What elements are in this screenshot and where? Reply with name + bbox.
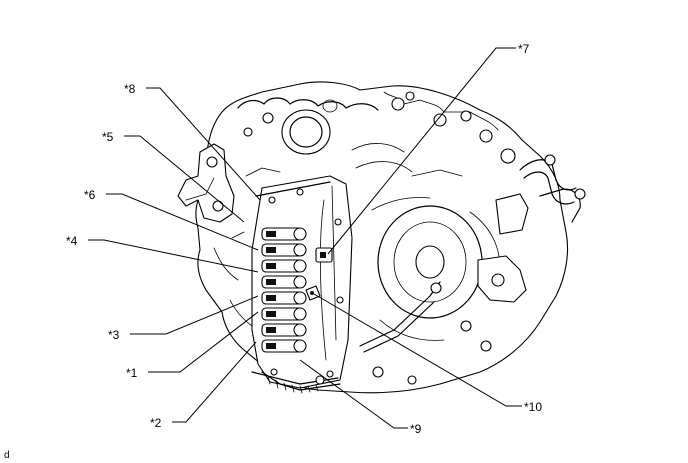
pipe-end-2 — [574, 188, 586, 200]
mount-rib — [185, 177, 215, 201]
pipe-bracket — [495, 193, 529, 235]
leader-10 — [313, 293, 522, 407]
callout-label-1: *1 — [126, 366, 138, 380]
solenoid-6 — [261, 307, 307, 321]
sensor-part — [305, 285, 321, 301]
leader-9 — [299, 359, 408, 429]
callout-label-2: *2 — [150, 416, 162, 430]
leader-8 — [146, 87, 261, 201]
leader-3 — [130, 295, 259, 335]
callout-label-4: *4 — [66, 234, 78, 248]
top-bosses — [243, 91, 516, 164]
figure-corner-code: d — [4, 450, 10, 461]
upper-bore-inner — [289, 116, 323, 148]
solenoid-stack — [261, 227, 307, 353]
callout-label-3: *3 — [108, 328, 120, 342]
cooler-pipe-2 — [523, 171, 575, 205]
valve-body-rib-1 — [331, 185, 337, 341]
linkage-pivot — [430, 282, 442, 294]
valve-body-bolts — [268, 188, 344, 378]
leader-lines — [88, 47, 522, 429]
leader-5 — [124, 135, 245, 223]
solenoid-3 — [261, 259, 307, 273]
callout-label-8: *8 — [124, 82, 136, 96]
leader-1 — [148, 311, 259, 373]
oil-pan-edge — [261, 371, 341, 391]
right-mount-bolt — [491, 273, 505, 287]
solenoid-1 — [261, 227, 307, 241]
callout-label-7: *7 — [518, 42, 530, 56]
upper-casting-ridge — [237, 97, 379, 111]
callout-label-5: *5 — [102, 130, 114, 144]
solenoid-7 — [261, 323, 307, 337]
differential-housing-inner — [393, 221, 467, 303]
leader-7 — [327, 47, 516, 255]
oil-pan-ribs — [267, 375, 319, 394]
casting-detail — [213, 143, 463, 327]
valve-body-rib-2 — [319, 199, 327, 361]
transaxle-housing-outline — [195, 81, 569, 394]
transaxle-illustration — [177, 81, 586, 394]
solenoid-4 — [261, 275, 307, 289]
leader-4 — [88, 239, 259, 273]
lower-bosses — [315, 320, 492, 385]
upper-casting-ridge-2 — [383, 91, 499, 131]
callout-labels: *1 *2 *3 *4 *5 *6 *7 *8 *9 *10 — [66, 42, 542, 436]
upper-bore-outer — [281, 109, 331, 155]
differential-hub — [415, 245, 445, 279]
callout-label-9: *9 — [410, 422, 422, 436]
pipe-end-1 — [544, 154, 556, 166]
solenoid-5 — [261, 291, 307, 305]
mount-bolt-1 — [206, 156, 218, 168]
connector-part — [315, 247, 333, 263]
mount-bolt-2 — [212, 200, 224, 212]
solenoid-2 — [261, 243, 307, 257]
leader-2 — [172, 341, 257, 423]
solenoid-8 — [261, 339, 307, 353]
callout-label-6: *6 — [84, 188, 96, 202]
callout-label-10: *10 — [524, 400, 542, 414]
upper-bore-small — [322, 99, 338, 113]
leader-6 — [106, 193, 259, 251]
